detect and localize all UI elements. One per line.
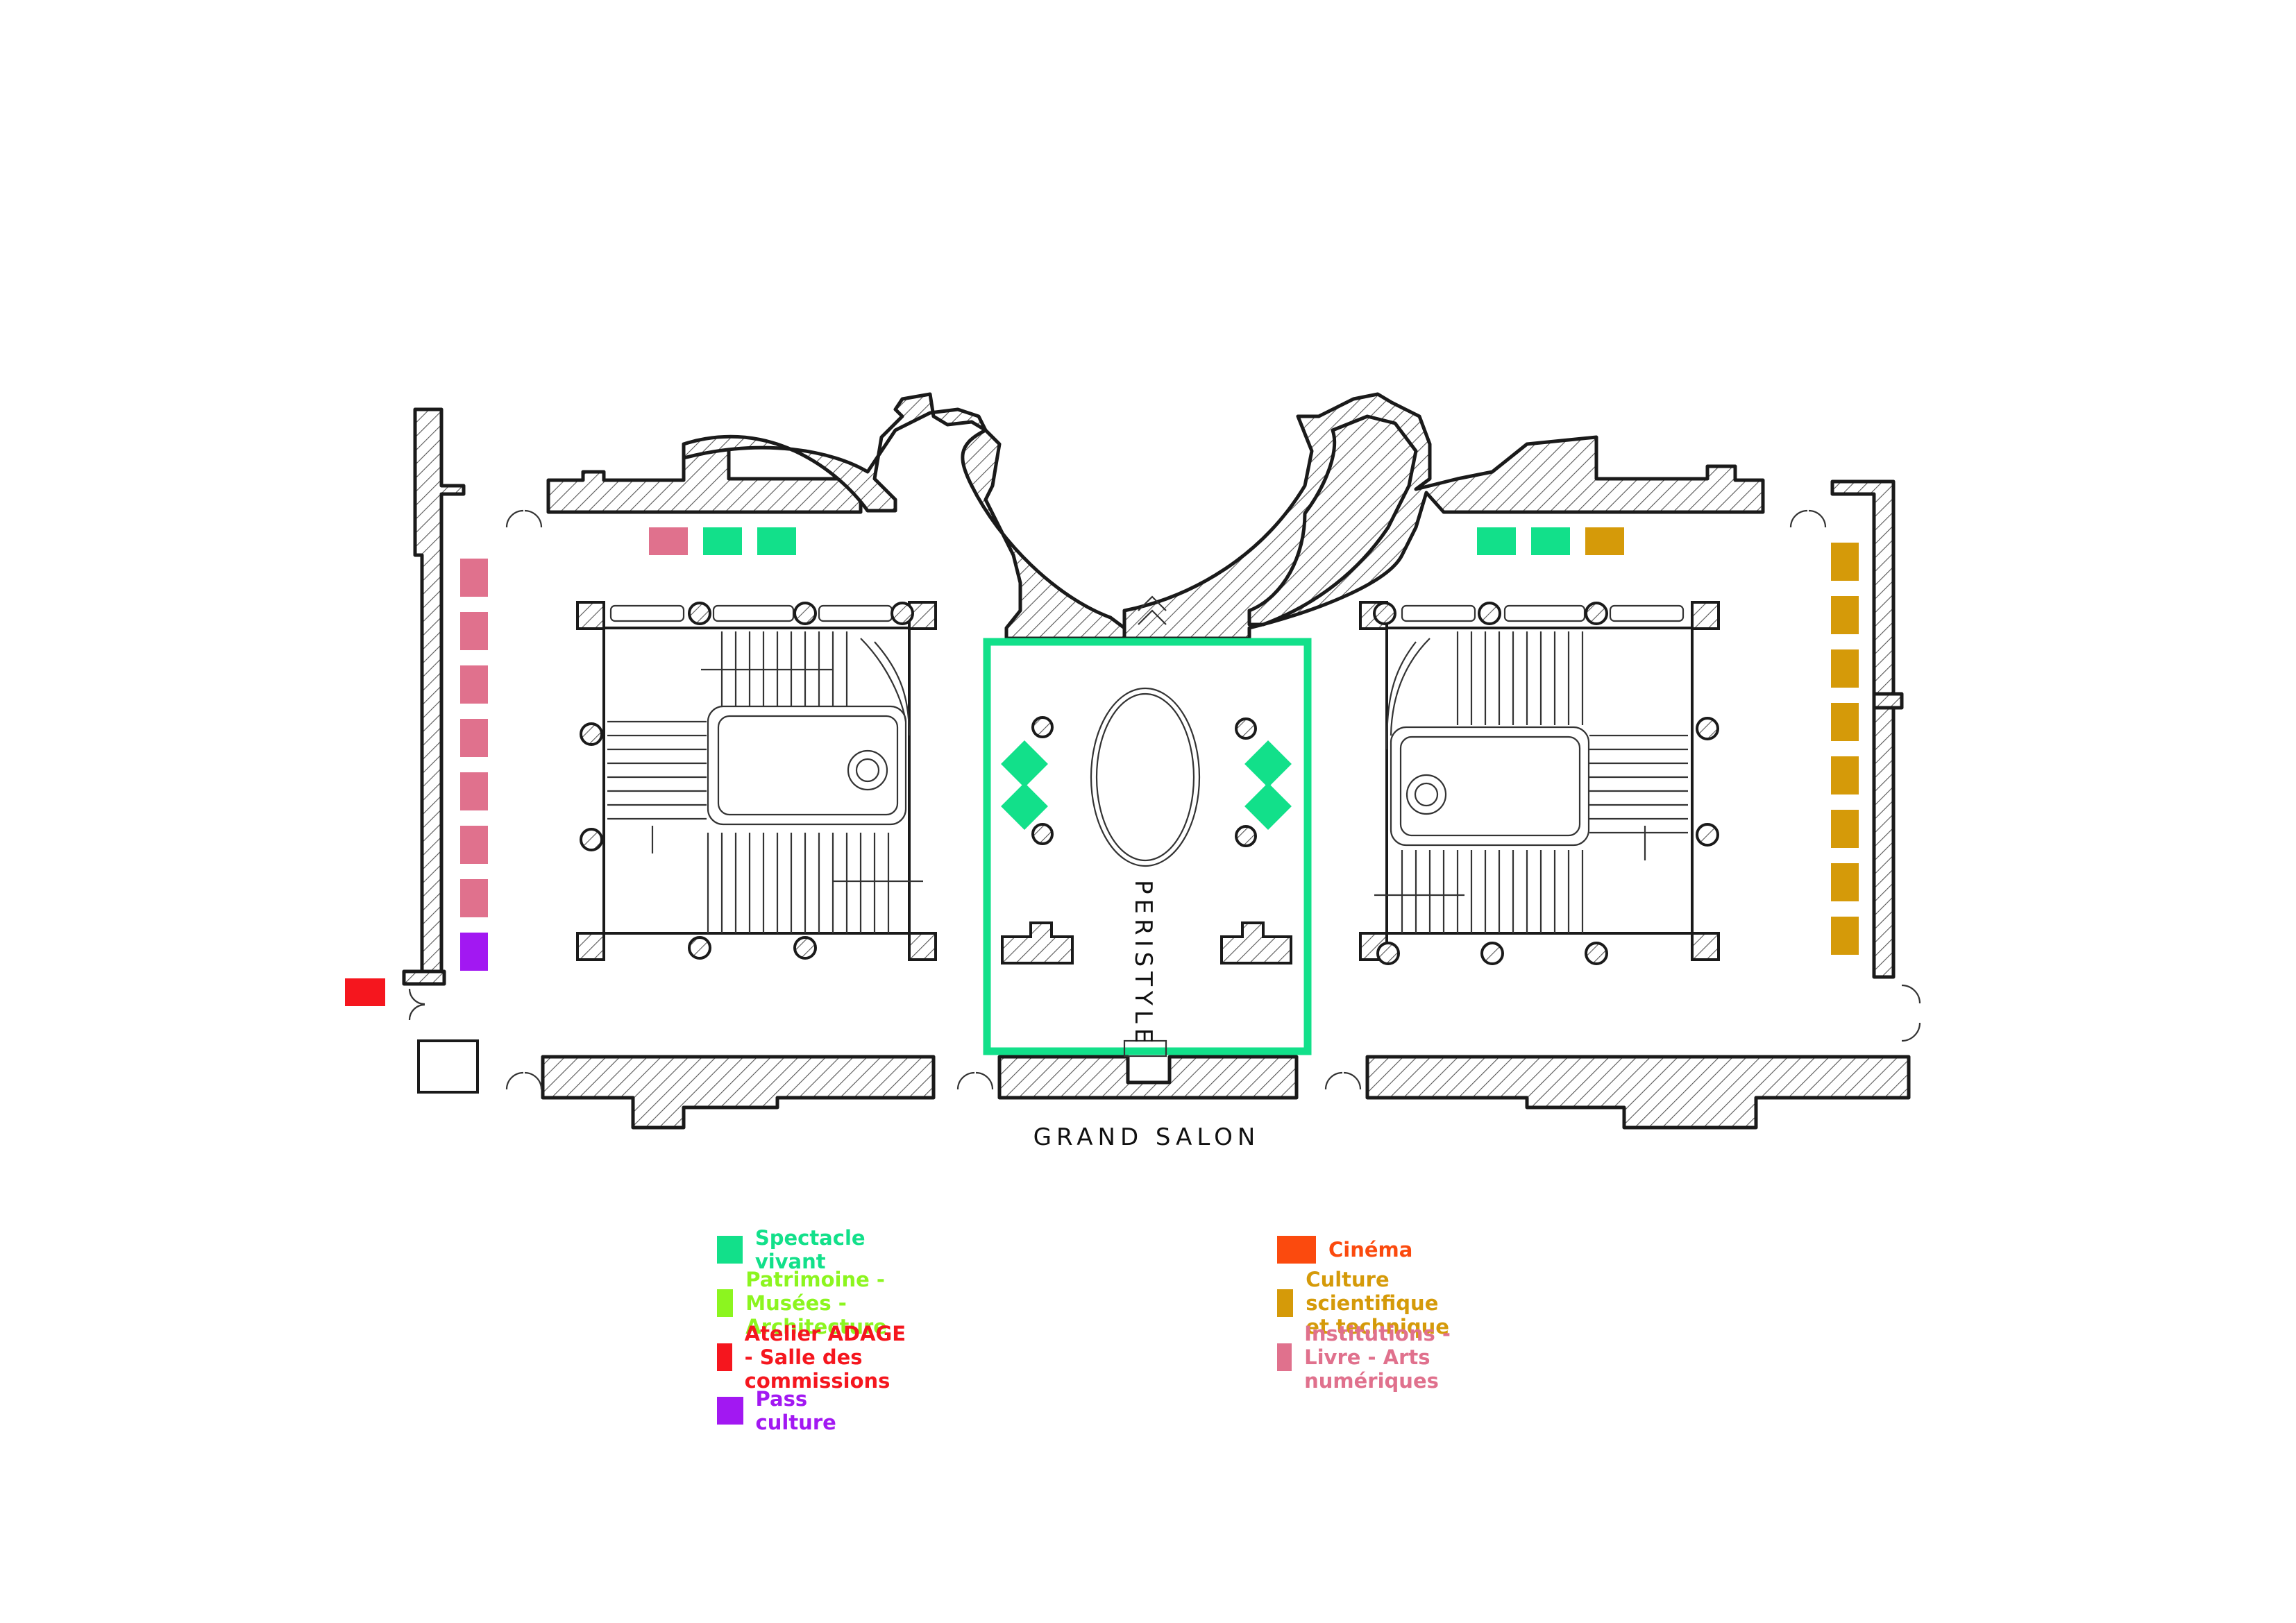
- stand-culture-scientifique: [1831, 810, 1859, 848]
- stand-atelier-adage: [345, 978, 385, 1006]
- stand-spectacle-vivant: [1001, 740, 1048, 788]
- stand-spectacle-vivant: [1531, 527, 1570, 555]
- left-outer-wall: [413, 407, 466, 974]
- stand-institutions: [460, 719, 488, 757]
- legend-item-cinema: Cinéma: [1277, 1234, 1412, 1265]
- stand-culture-scientifique: [1831, 756, 1859, 794]
- legend-item-spectacle-vivant: Spectacle vivant: [717, 1226, 879, 1273]
- stand-culture-scientifique: [1585, 527, 1624, 555]
- stand-culture-scientifique: [1831, 649, 1859, 688]
- stand-culture-scientifique: [1831, 703, 1859, 741]
- legend-item-patrimoine: Patrimoine - Musées - Architecture: [717, 1268, 910, 1339]
- stand-culture-scientifique: [1831, 543, 1859, 581]
- columns: [576, 601, 1720, 965]
- stand-spectacle-vivant: [757, 527, 796, 555]
- stand-institutions: [460, 772, 488, 810]
- stand-pass-culture: [460, 933, 488, 971]
- legend-item-institutions: Institutions - Livre - Arts numériques: [1277, 1322, 1463, 1393]
- stand-institutions: [460, 665, 488, 704]
- stand-institutions: [460, 826, 488, 864]
- building-walls: [402, 392, 1911, 1130]
- bottom-right-wall: [1365, 1055, 1911, 1130]
- stands: [345, 527, 1859, 1006]
- legend-item-culture-scientifique: Culture scientifique et technique: [1277, 1268, 1461, 1339]
- legend-label: Institutions - Livre - Arts numériques: [1304, 1322, 1451, 1393]
- swatch-culture-scientifique: [1277, 1289, 1294, 1317]
- swatch-institutions: [1277, 1343, 1292, 1371]
- right-notch: [1872, 692, 1904, 710]
- stand-institutions: [649, 527, 688, 555]
- swatch-spectacle-vivant: [717, 1236, 743, 1264]
- stand-institutions: [460, 559, 488, 597]
- peristyle-frame: [983, 638, 1312, 1055]
- stand-spectacle-vivant: [703, 527, 742, 555]
- swatch-patrimoine: [717, 1289, 734, 1317]
- stand-culture-scientifique: [1831, 917, 1859, 955]
- legend-label: Cinéma: [1328, 1238, 1413, 1261]
- left-stair-treads: [607, 631, 923, 933]
- left-curved-wing: [682, 392, 1126, 640]
- legend-item-pass-culture: Pass culture: [717, 1387, 849, 1434]
- left-lower-wall: [402, 969, 446, 986]
- stand-spectacle-vivant: [1244, 740, 1292, 788]
- doors: [408, 509, 1921, 1090]
- bottom-center-wall: [997, 1055, 1299, 1100]
- stand-spectacle-vivant: [1244, 783, 1292, 830]
- bottom-left-wall: [541, 1055, 936, 1130]
- legend-label: Spectacle vivant: [754, 1226, 866, 1273]
- right-balustrade: [1401, 604, 1685, 622]
- stand-institutions: [460, 612, 488, 650]
- legend-label: Pass culture: [755, 1387, 836, 1434]
- peristyle: PERISTYLE: [983, 638, 1312, 1057]
- left-stair-hall: [602, 604, 923, 935]
- legend-label: Patrimoine - Musées - Architecture: [745, 1268, 887, 1339]
- stand-spectacle-vivant: [1477, 527, 1516, 555]
- left-balustrade: [609, 604, 893, 622]
- stand-institutions: [460, 879, 488, 917]
- stand-culture-scientifique: [1831, 863, 1859, 901]
- peristyle-label: PERISTYLE: [1129, 880, 1157, 1048]
- stand-spectacle-vivant: [1001, 783, 1048, 830]
- swatch-atelier-adage: [717, 1343, 732, 1371]
- grand-salon-label: GRAND SALON: [1033, 1123, 1260, 1151]
- vestibule-box: [417, 1039, 479, 1094]
- legend-item-atelier-adage: Atelier ADAGE - Salle des commissions: [717, 1322, 914, 1393]
- right-curved-wing: [1247, 414, 1418, 627]
- right-outer-wall: [1830, 479, 1896, 979]
- legend-label: Atelier ADAGE - Salle des commissions: [744, 1322, 906, 1393]
- stand-culture-scientifique: [1831, 596, 1859, 634]
- right-stair-hall: [1374, 604, 1694, 935]
- center-top-wall: [1122, 392, 1765, 640]
- swatch-cinema: [1277, 1236, 1316, 1264]
- legend-label: Culture scientifique et technique: [1306, 1268, 1449, 1339]
- right-stair-treads: [1374, 631, 1688, 933]
- swatch-pass-culture: [717, 1397, 743, 1425]
